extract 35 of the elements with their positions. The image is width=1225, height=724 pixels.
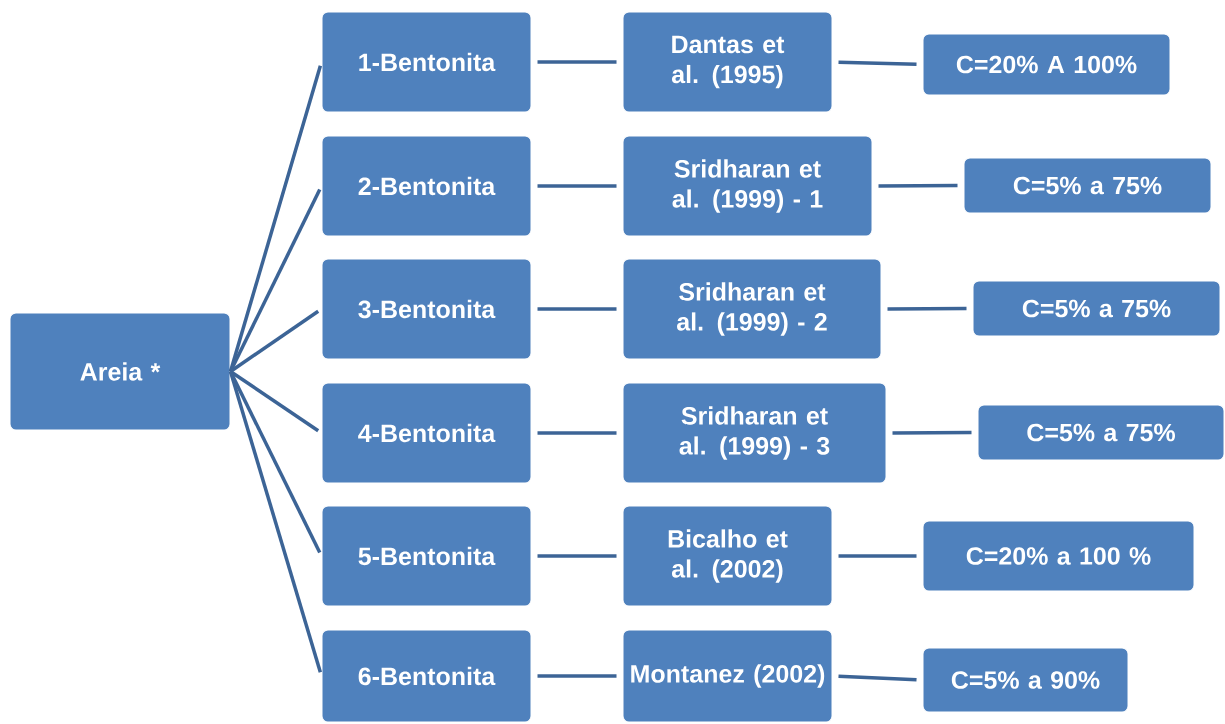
connector-line	[892, 430, 972, 435]
reference-box: Dantas et al. (1995)	[622, 11, 833, 113]
range-box: C=5% a 90%	[922, 647, 1129, 713]
connector-line	[228, 371, 323, 673]
category-box: 2-Bentonita	[321, 135, 532, 237]
connector-line	[838, 674, 917, 682]
connector-line	[887, 306, 967, 311]
connector-line	[537, 184, 617, 188]
reference-box: Sridharan et al. (1999) - 2	[622, 258, 882, 360]
connector-line	[537, 431, 617, 435]
connector-line	[228, 370, 322, 554]
reference-box: Bicalho et al. (2002)	[622, 505, 833, 607]
category-box: 4-Bentonita	[321, 382, 532, 484]
category-box: 5-Bentonita	[321, 505, 532, 607]
range-box: C=5% a 75%	[963, 157, 1212, 214]
connector-line	[838, 60, 917, 67]
reference-box: Sridharan et al. (1999) - 1	[622, 135, 873, 237]
range-box: C=20% a 100 %	[922, 520, 1195, 592]
connector-line	[537, 60, 617, 64]
connector-line	[537, 307, 617, 311]
category-box: 6-Bentonita	[321, 629, 532, 723]
connector-line	[537, 554, 617, 558]
range-box: C=5% a 75%	[972, 280, 1221, 337]
range-box: C=5% a 75%	[977, 404, 1225, 461]
category-box: 3-Bentonita	[321, 258, 532, 360]
connector-line	[878, 183, 958, 188]
range-box: C=20% A 100%	[922, 33, 1171, 96]
root-box: Areia *	[9, 312, 231, 431]
category-box: 1-Bentonita	[321, 11, 532, 113]
reference-box: Sridharan et al. (1999) - 3	[622, 382, 887, 484]
connector-line	[537, 674, 617, 678]
reference-box: Montanez (2002)	[622, 629, 833, 723]
connector-line	[838, 554, 917, 558]
connector-line	[228, 188, 322, 373]
connector-line	[228, 65, 323, 372]
